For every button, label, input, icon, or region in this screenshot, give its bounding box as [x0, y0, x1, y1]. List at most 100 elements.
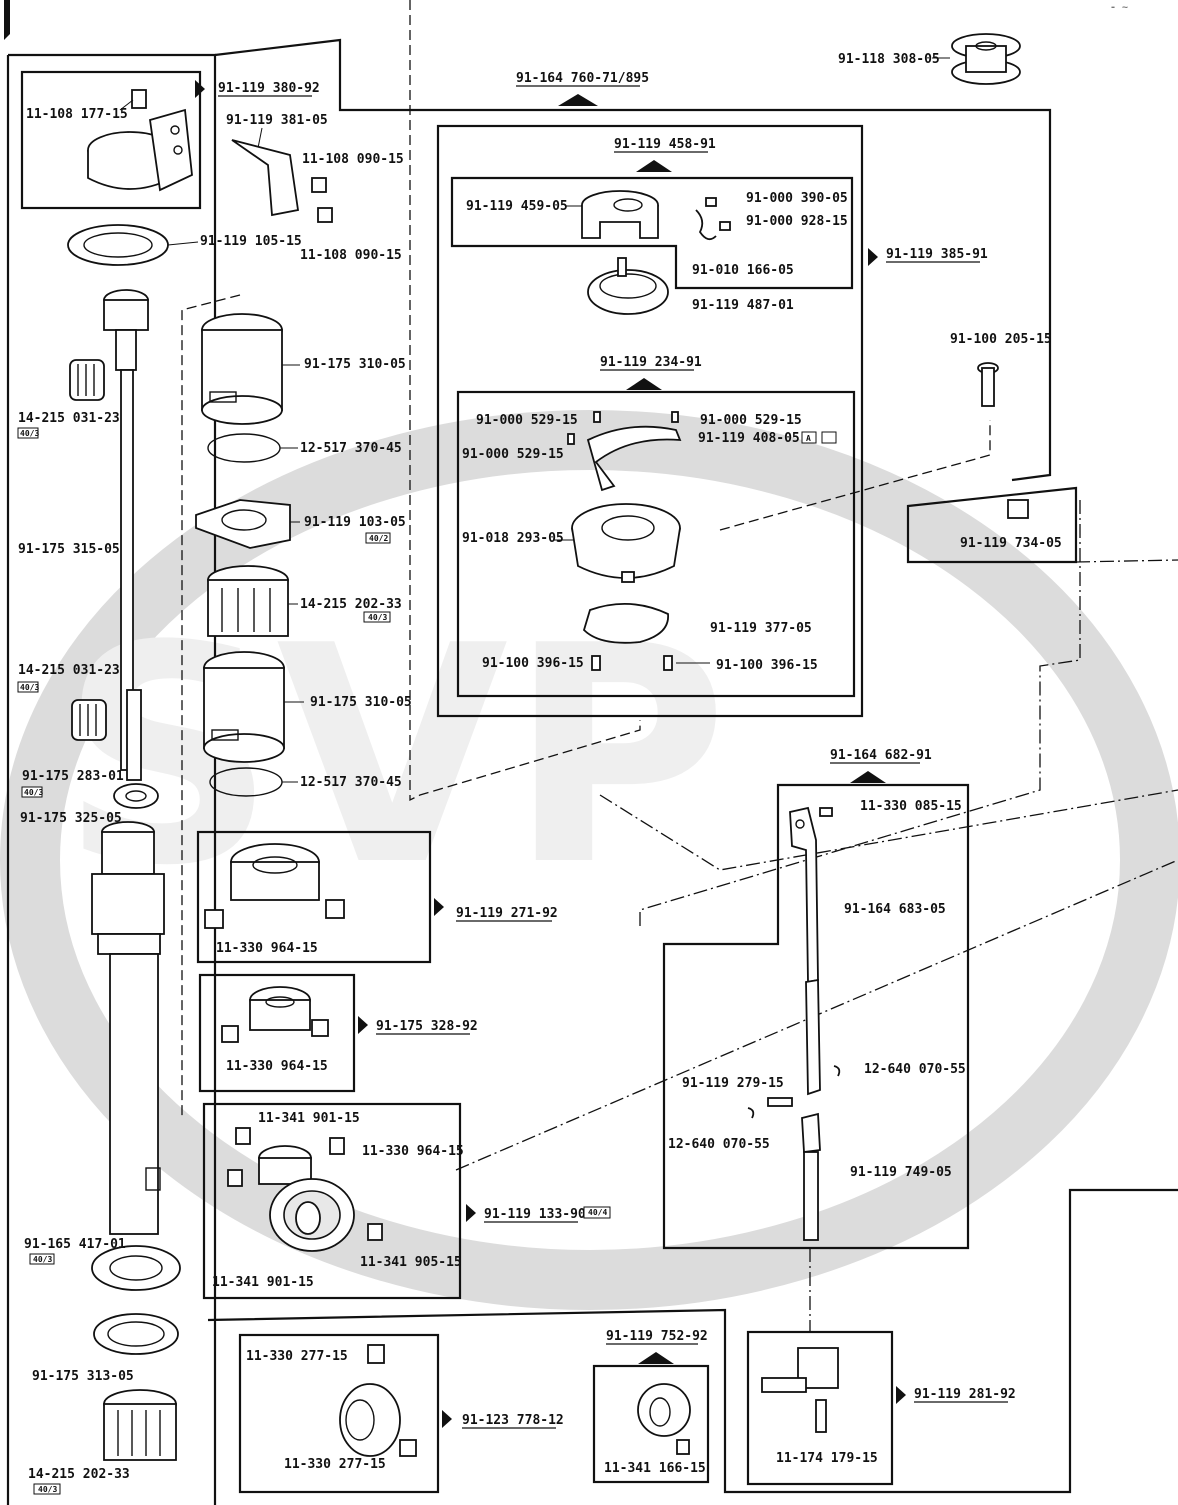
tag-40-3-e: 40/3 — [38, 1485, 57, 1494]
bobbin-case-part — [581, 190, 659, 239]
label-guard-381: 91-119 381-05 — [226, 113, 328, 128]
label-setscrew-964-c: 11-330 964-15 — [362, 1144, 464, 1159]
label-screw-390: 91-000 390-05 — [746, 191, 848, 206]
gear-133-part — [227, 1127, 383, 1252]
gear-group-133-box — [202, 1102, 462, 1300]
label-screw-177: 11-108 177-15 — [26, 107, 128, 122]
tag-40-3-f: 40/3 — [368, 613, 387, 622]
label-screw-529-c: 91-000 529-15 — [462, 447, 564, 462]
link-683-part — [789, 806, 821, 1096]
collar-group-778-box — [238, 1333, 440, 1494]
label-spring-928: 91-000 928-15 — [746, 214, 848, 229]
label-guard-377: 91-119 377-05 — [710, 621, 812, 636]
label-collar-group-778: 91-123 778-12 — [462, 1413, 564, 1428]
label-screw-396-a: 91-100 396-15 — [482, 656, 584, 671]
label-washer-103: 91-119 103-05 — [304, 515, 406, 530]
washer-105-part — [67, 224, 169, 266]
label-rod-749: 91-119 749-05 — [850, 1165, 952, 1180]
label-ring-370-a: 12-517 370-45 — [300, 441, 402, 456]
label-clamp-group-752: 91-119 752-92 — [606, 1329, 708, 1344]
collar-271-part — [204, 843, 345, 929]
label-screw-205: 91-100 205-15 — [950, 332, 1052, 347]
guard-381-part — [231, 139, 300, 217]
sleeve-734-part — [1007, 499, 1029, 519]
tag-40-3-c: 40/3 — [24, 788, 43, 797]
clip-070-a-part — [833, 1065, 841, 1077]
label-bearing-202-a: 14-215 202-33 — [300, 597, 402, 612]
bushing-310-b-part — [203, 651, 285, 763]
shaft-325-part — [91, 821, 165, 1235]
pin-279-part — [767, 1097, 793, 1107]
label-screw-090-b: 11-108 090-15 — [300, 248, 402, 263]
washer-313-part — [93, 1313, 179, 1355]
label-bearing-031-b: 14-215 031-23 — [18, 663, 120, 678]
guard-group-box — [20, 70, 202, 210]
hook-assembly-box — [436, 124, 864, 718]
bearing-031-a-part — [69, 359, 105, 401]
label-setscrew-905: 11-341 905-15 — [360, 1255, 462, 1270]
label-collar-group-271: 91-119 271-92 — [456, 906, 558, 921]
guard-377-part — [582, 603, 669, 644]
label-bearing-031-a: 14-215 031-23 — [18, 411, 120, 426]
label-setscrew-277-b: 11-330 277-15 — [284, 1457, 386, 1472]
label-top-assembly: 91-164 760-71/895 — [516, 71, 649, 86]
lower-frame-line — [207, 1188, 1178, 1494]
tag-40-3-d: 40/3 — [33, 1255, 52, 1264]
label-bushing-310-a: 91-175 310-05 — [304, 357, 406, 372]
label-hook-group-234: 91-119 234-91 — [600, 355, 702, 370]
link-group-682-box — [662, 783, 970, 1250]
label-base-487: 91-119 487-01 — [692, 298, 794, 313]
bobbin-part — [951, 33, 1021, 85]
bearing-202-b-part — [103, 1389, 177, 1461]
shaft-315-part — [103, 289, 149, 781]
hook-group-234-box — [456, 390, 856, 698]
gib-tag-b: B — [826, 434, 831, 443]
clip-070-b-part — [747, 1107, 755, 1119]
corner-mark — [4, 0, 10, 40]
label-setscrew-085: 11-330 085-15 — [860, 799, 962, 814]
screw-205-part — [977, 362, 999, 407]
label-setscrew-277-a: 11-330 277-15 — [246, 1349, 348, 1364]
corner-scribble: - ~ — [1110, 2, 1128, 13]
label-ring-370-b: 12-517 370-45 — [300, 775, 402, 790]
label-bushing-310-b: 91-175 310-05 — [310, 695, 412, 710]
label-plate-417: 91-165 417-01 — [24, 1237, 126, 1252]
tag-40-2: 40/2 — [369, 534, 388, 543]
bushing-310-a-part — [201, 313, 283, 425]
label-hook-293: 91-018 293-05 — [462, 531, 564, 546]
label-shaft-325: 91-175 325-05 — [20, 811, 122, 826]
label-setscrew-964-b: 11-330 964-15 — [226, 1059, 328, 1074]
label-latch-166: 91-010 166-05 — [692, 263, 794, 278]
plate-417-part — [91, 1245, 181, 1291]
label-clip-070-b: 12-640 070-55 — [668, 1137, 770, 1152]
gear-283-part — [113, 783, 159, 809]
label-bobbin: 91-118 308-05 — [838, 52, 940, 67]
label-hook-group-385: 91-119 385-91 — [886, 247, 988, 262]
label-screw-396-b: 91-100 396-15 — [716, 658, 818, 673]
label-link-group-682: 91-164 682-91 — [830, 748, 932, 763]
tag-40-4: 40/4 — [588, 1208, 607, 1217]
rod-749-part — [801, 1112, 821, 1241]
label-washer-313: 91-175 313-05 — [32, 1369, 134, 1384]
collar-328-part — [221, 986, 329, 1043]
hook-group-458-box — [450, 176, 854, 290]
label-clip-070-a: 12-640 070-55 — [864, 1062, 966, 1077]
label-bobbin-case: 91-119 459-05 — [466, 199, 568, 214]
label-gib-408: 91-119 408-05 — [698, 431, 800, 446]
base-487-part — [587, 257, 669, 315]
guard-group-part — [87, 89, 193, 192]
collar-group-271-box — [196, 830, 432, 964]
label-shaft-315: 91-175 315-05 — [18, 542, 120, 557]
clamp-752-part — [637, 1383, 691, 1455]
label-hook-group-top: 91-119 458-91 — [614, 137, 716, 152]
latch-part — [695, 197, 731, 241]
hook-293-part — [571, 503, 681, 583]
label-bearing-202-b: 14-215 202-33 — [28, 1467, 130, 1482]
label-setscrew-901-b: 11-341 901-15 — [212, 1275, 314, 1290]
label-screw-529-a: 91-000 529-15 — [476, 413, 578, 428]
label-screw-179: 11-174 179-15 — [776, 1451, 878, 1466]
label-collar-group-328: 91-175 328-92 — [376, 1019, 478, 1034]
label-crank-group-281: 91-119 281-92 — [914, 1387, 1016, 1402]
label-gear-283: 91-175 283-01 — [22, 769, 124, 784]
label-screw-529-b: 91-000 529-15 — [700, 413, 802, 428]
